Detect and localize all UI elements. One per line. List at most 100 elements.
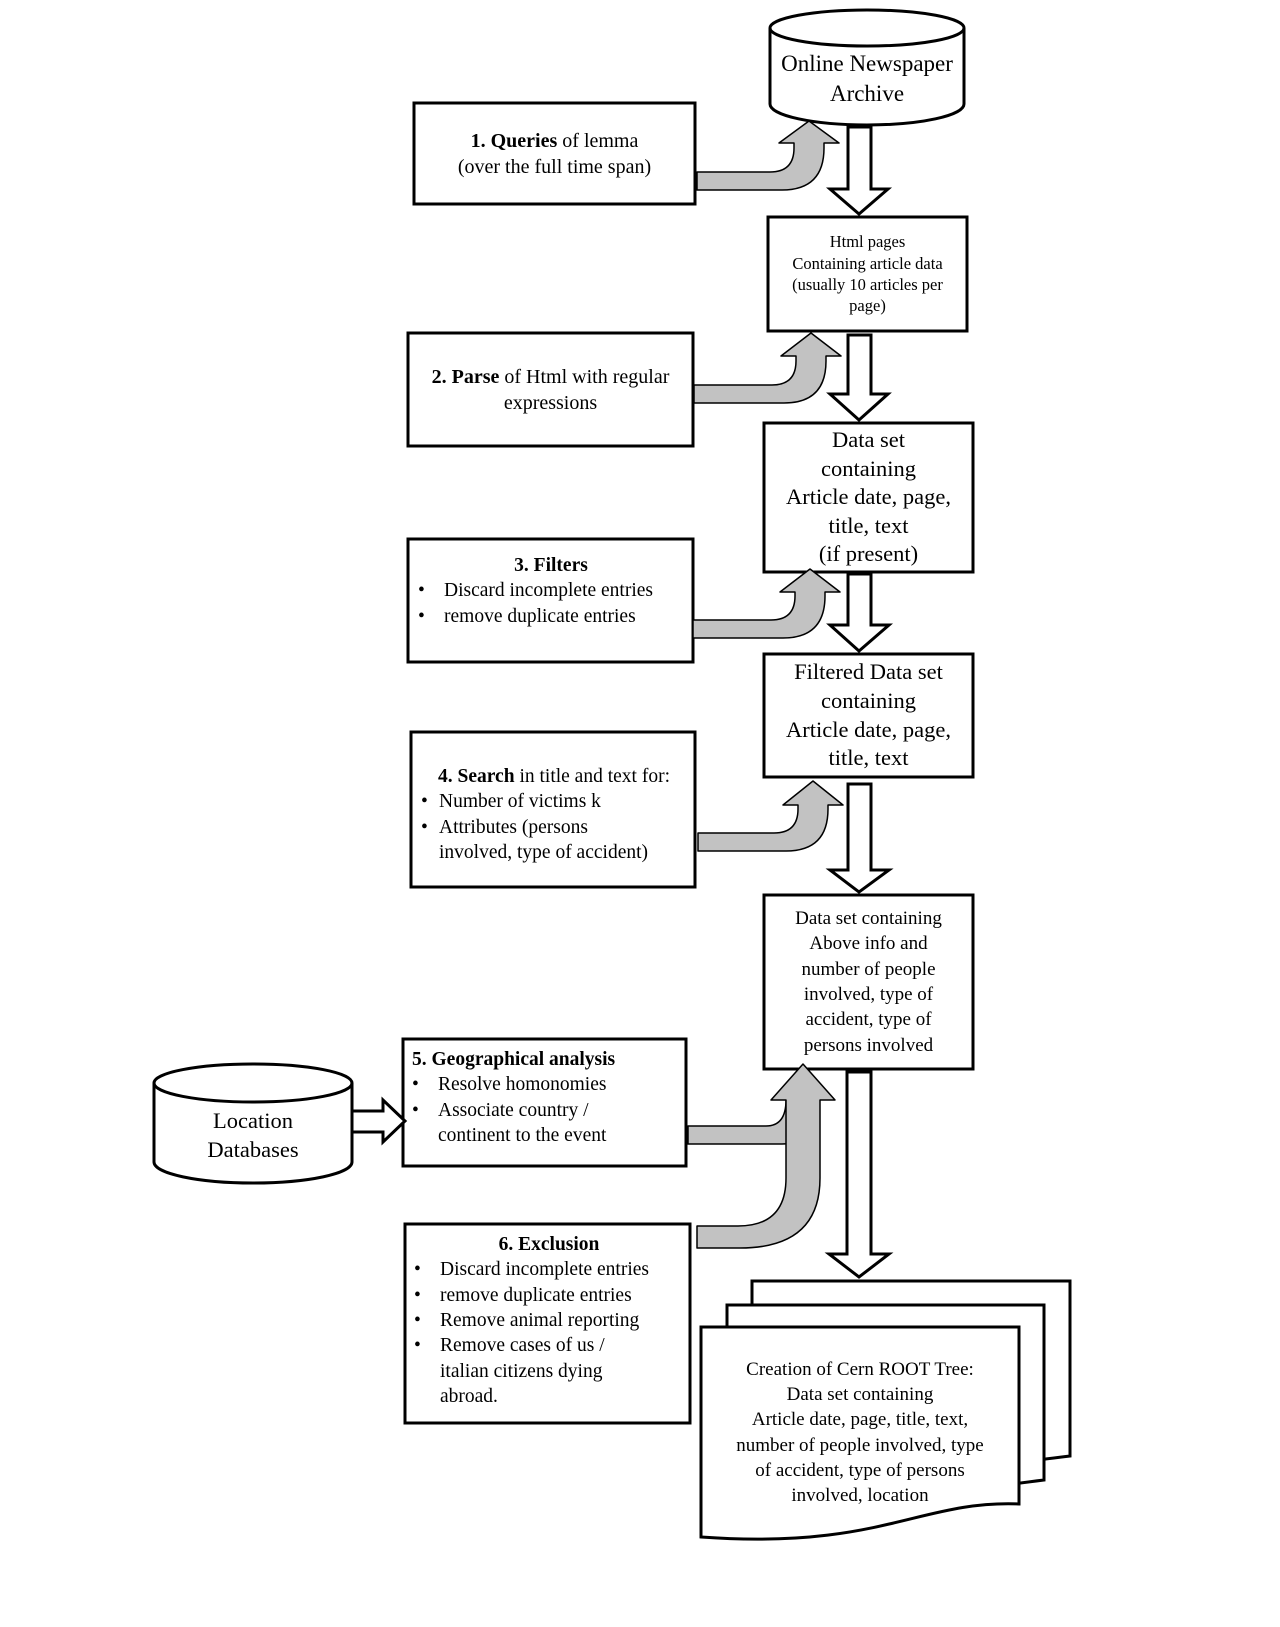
bullet-icon: •: [412, 1099, 419, 1121]
dataset3-line: Data set containing: [795, 908, 942, 930]
dataset3-box: [762, 893, 975, 1071]
curved-arrow-icon: [693, 332, 842, 404]
step2-title-rest: of Html with regular: [499, 365, 670, 388]
dataset3-line: Above info and: [809, 933, 928, 955]
bullet-icon: •: [418, 605, 425, 627]
step6-item-cont: abroad.: [440, 1386, 498, 1408]
dataset2-line: Filtered Data set: [794, 659, 943, 685]
bullet-icon: •: [421, 816, 428, 838]
dataset3-line: accident, type of: [805, 1009, 932, 1031]
archive-cylinder: [768, 8, 966, 127]
step5-item: •Associate country /: [412, 1098, 678, 1123]
dataset3-line: persons involved: [803, 1034, 934, 1056]
archive-label: Online Newspaper Archive: [770, 43, 964, 115]
dataset2-line: containing: [821, 687, 916, 713]
location-db-cylinder: [152, 1062, 354, 1185]
location-db-line: Location: [213, 1107, 293, 1133]
arrow-down-icon: [825, 782, 894, 894]
step6-title: 6. Exclusion: [498, 1234, 600, 1255]
step4-item-cont: involved, type of accident): [439, 842, 649, 864]
step5-item: •Resolve homonomies: [412, 1072, 678, 1097]
bullet-icon: •: [414, 1284, 421, 1306]
dataset1-line: Data set: [831, 427, 906, 453]
html-pages-line: page): [849, 296, 886, 316]
dataset1-line: (if present): [818, 541, 919, 567]
bullet-icon: •: [414, 1310, 421, 1332]
root-tree-line: Article date, page, title, text,: [751, 1409, 969, 1431]
step3-item: •remove duplicate entries: [418, 604, 684, 629]
dataset1-box: [762, 421, 975, 574]
html-pages-box: [766, 215, 969, 333]
bullet-icon: •: [414, 1259, 421, 1281]
html-pages-line: Html pages: [829, 232, 906, 252]
dataset3-line: number of people: [801, 958, 936, 980]
step3-label: 3. Filters •Discard incomplete entries •…: [418, 553, 684, 629]
root-tree-line: Data set containing: [786, 1383, 934, 1405]
bullet-icon: •: [418, 580, 425, 602]
step5-box: [401, 1037, 688, 1168]
step6-item: •Remove animal reporting: [414, 1308, 684, 1333]
step6-item: •remove duplicate entries: [414, 1283, 684, 1308]
step5-title: 5. Geographical analysis: [412, 1049, 616, 1070]
dataset1-label: Data set containing Article date, page, …: [766, 425, 971, 570]
step5-label: 5. Geographical analysis •Resolve homono…: [412, 1047, 678, 1148]
step-arrows: [687, 120, 844, 1249]
step2-title: 2. Parse: [431, 365, 500, 388]
step3-title: 3. Filters: [514, 555, 588, 576]
curved-arrow-icon: [697, 780, 844, 852]
step4-label: 4. Search in title and text for: •Number…: [421, 764, 687, 865]
root-tree-line: involved, location: [791, 1485, 929, 1507]
process-boxes: [401, 101, 975, 1425]
step3-box: [406, 537, 695, 664]
step6-item: •Discard incomplete entries: [414, 1257, 684, 1282]
location-db-line: Databases: [207, 1137, 299, 1162]
location-arrow: [350, 1096, 408, 1146]
arrow-down-icon: [824, 1070, 894, 1279]
arrow-right-icon: [350, 1096, 408, 1146]
step6-box: [403, 1222, 692, 1425]
dataset1-line: Article date, page,: [786, 484, 951, 510]
step4-item: •Number of victims k: [421, 789, 687, 814]
dataset2-label: Filtered Data set containing Article dat…: [766, 656, 971, 775]
dataset3-line: involved, type of: [803, 984, 934, 1005]
step2-label: 2. Parse of Html with regular expression…: [410, 335, 691, 444]
step5-item-cont: continent to the event: [438, 1125, 607, 1147]
html-pages-label: Html pages Containing article data (usua…: [770, 219, 965, 329]
root-tree-line: of accident, type of persons: [755, 1459, 965, 1481]
step1-box: [412, 101, 697, 206]
step4-title-rest: in title and text for:: [514, 766, 670, 787]
step2-box: [406, 331, 695, 448]
archive-label-line: Online Newspaper: [781, 51, 953, 77]
bullet-icon: •: [414, 1335, 421, 1357]
dataset1-line: containing: [821, 455, 916, 481]
step4-box: [409, 730, 697, 889]
location-db-label: Location Databases: [156, 1103, 350, 1167]
step4-title: 4. Search: [438, 766, 515, 787]
step6-item: •Remove cases of us /: [414, 1333, 684, 1358]
dataset1-line: title, text: [828, 512, 909, 538]
step4-item: •Attributes (persons: [421, 815, 687, 840]
root-tree-label: Creation of Cern ROOT Tree: Data set con…: [703, 1355, 1017, 1510]
arrow-down-icon: [826, 572, 894, 653]
root-tree-documents: [699, 1279, 1072, 1541]
archive-label-line: Archive: [829, 81, 905, 106]
step1-subtitle: (over the full time span): [457, 155, 652, 178]
step2-subtitle: expressions: [503, 391, 598, 414]
step1-label: 1. Queries of lemma (over the full time …: [416, 105, 693, 202]
bullet-icon: •: [421, 791, 428, 813]
step6-label: 6. Exclusion •Discard incomplete entries…: [414, 1232, 684, 1409]
bullet-icon: •: [412, 1074, 419, 1096]
html-pages-line: (usually 10 articles per: [792, 275, 943, 294]
arrow-down-icon: [826, 333, 892, 423]
arrow-down-icon: [825, 125, 893, 216]
step3-item: •Discard incomplete entries: [418, 578, 684, 603]
root-tree-line: number of people involved, type: [736, 1434, 984, 1456]
curved-arrow-icon: [696, 1063, 836, 1249]
html-pages-line: Containing article data: [792, 253, 943, 273]
dataset3-label: Data set containing Above info and numbe…: [766, 897, 971, 1067]
curved-arrow-icon: [696, 120, 840, 191]
root-tree-line: Creation of Cern ROOT Tree:: [746, 1358, 974, 1380]
dataset2-line: Article date, page,: [786, 716, 951, 742]
step1-title: 1. Queries: [470, 129, 558, 152]
